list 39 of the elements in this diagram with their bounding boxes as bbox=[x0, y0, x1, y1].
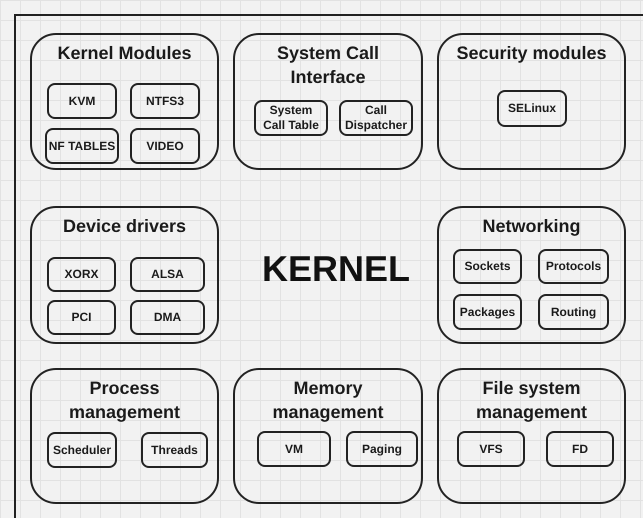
component-box: Protocols bbox=[538, 249, 609, 284]
subsystem-box bbox=[233, 368, 423, 504]
subsystem-heading: System Call Interface bbox=[276, 42, 380, 89]
component-box: DMA bbox=[130, 300, 205, 335]
component-box: VIDEO bbox=[130, 128, 200, 164]
component-box: FD bbox=[546, 431, 614, 467]
kernel-title: KERNEL bbox=[260, 247, 411, 291]
subsystem-box bbox=[437, 33, 626, 170]
subsystem-box bbox=[437, 206, 626, 344]
component-box: VM bbox=[257, 431, 331, 467]
subsystem-box bbox=[233, 33, 423, 170]
component-box: Call Dispatcher bbox=[339, 100, 413, 136]
component-box: Sockets bbox=[453, 249, 522, 284]
component-box: NTFS3 bbox=[130, 83, 200, 119]
component-box: Threads bbox=[141, 432, 208, 468]
component-box: Packages bbox=[453, 294, 522, 330]
subsystem-heading: File system management bbox=[474, 377, 588, 424]
component-box: Paging bbox=[346, 431, 418, 467]
component-box: SELinux bbox=[497, 90, 567, 127]
subsystem-heading: Security modules bbox=[455, 42, 608, 65]
component-box: Scheduler bbox=[47, 432, 117, 468]
subsystem-heading: Kernel Modules bbox=[56, 42, 193, 65]
component-box: System Call Table bbox=[254, 100, 328, 136]
component-box: PCI bbox=[47, 300, 116, 335]
component-box: NF TABLES bbox=[45, 128, 119, 164]
kernel-frame bbox=[14, 14, 643, 518]
subsystem-heading: Networking bbox=[481, 215, 582, 238]
component-box: KVM bbox=[47, 83, 117, 119]
subsystem-heading: Device drivers bbox=[62, 215, 188, 238]
component-box: Routing bbox=[538, 294, 609, 330]
subsystem-box bbox=[437, 368, 626, 504]
component-box: VFS bbox=[457, 431, 525, 467]
subsystem-heading: Memory management bbox=[271, 377, 385, 424]
subsystem-box bbox=[30, 206, 219, 344]
component-box: ALSA bbox=[130, 257, 205, 292]
subsystem-heading: Process management bbox=[68, 377, 182, 424]
component-box: XORX bbox=[47, 257, 116, 292]
subsystem-box bbox=[30, 33, 219, 170]
subsystem-box bbox=[30, 368, 219, 504]
